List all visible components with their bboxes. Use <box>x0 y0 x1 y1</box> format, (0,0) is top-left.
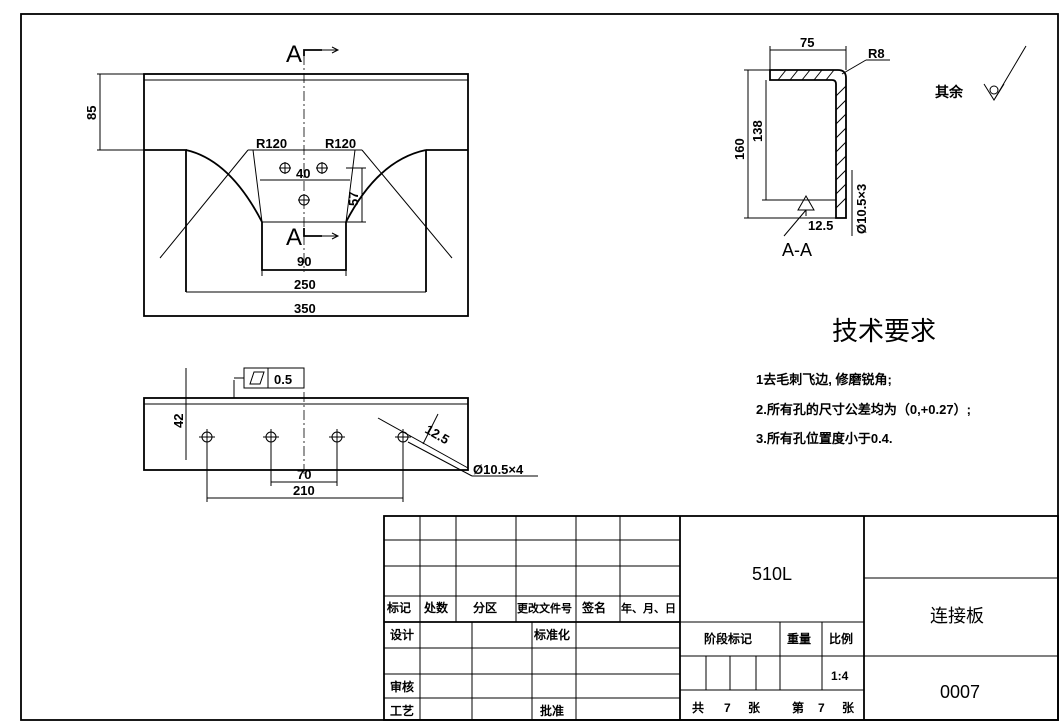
tb-header-date: 年、月、日 <box>621 601 676 615</box>
dim-138: 138 <box>750 120 765 142</box>
tb-design: 设计 <box>390 627 414 642</box>
tb-header-sign: 签名 <box>581 600 606 615</box>
tb-sheet-unit2: 张 <box>842 700 855 715</box>
dim-90: 90 <box>297 254 311 269</box>
dim-250: 250 <box>294 277 316 292</box>
tb-sheet: 第 <box>792 700 804 715</box>
tb-sheet-n: 7 <box>818 701 825 715</box>
roughness-label: 其余 <box>935 84 964 100</box>
hole-circle <box>199 429 215 445</box>
tech-title: 技术要求 <box>832 316 936 346</box>
tb-standardization: 标准化 <box>533 627 570 642</box>
dim-r120-right: R120 <box>325 136 356 151</box>
tb-weight: 重量 <box>787 631 811 646</box>
hole-circle <box>298 194 310 206</box>
section-label-top: A <box>286 41 302 68</box>
tb-process: 工艺 <box>390 703 414 718</box>
section-view-aa: 75 R8 160 138 12.5 Ø10.5×3 A-A <box>732 35 890 260</box>
tb-header-count: 处数 <box>423 600 449 615</box>
tb-scale-value: 1:4 <box>831 669 849 683</box>
tb-header-zone: 分区 <box>473 600 497 615</box>
section-label-bottom: A <box>286 224 302 251</box>
section-title: A-A <box>782 240 812 260</box>
dim-holes-4: Ø10.5×4 <box>473 462 524 477</box>
tb-review: 审核 <box>390 679 414 694</box>
tb-material: 510L <box>752 564 792 584</box>
tech-line-1: 1去毛刺飞边, 修磨锐角; <box>756 372 892 387</box>
bottom-view: 0.5 42 12.5 Ø10.5×4 70 210 <box>143 367 538 502</box>
tb-header-mark: 标记 <box>386 600 411 615</box>
roughness-note: 其余 <box>935 45 1027 101</box>
tb-drawing-no: 0007 <box>940 682 980 702</box>
roughness-icon <box>983 45 1027 101</box>
dim-12-5-section: 12.5 <box>808 218 833 233</box>
hole-circle <box>279 162 291 174</box>
dim-160: 160 <box>732 138 747 160</box>
title-block: 标记 处数 分区 更改文件号 签名 年、月、日 设计 标准化 审核 工艺 批准 … <box>383 515 1059 721</box>
hole-circle <box>263 429 279 445</box>
dim-75: 75 <box>800 35 814 50</box>
front-view: A A 85 R120 R120 40 57 90 250 350 <box>84 41 469 317</box>
tb-scale-label: 比例 <box>829 631 853 646</box>
dim-85: 85 <box>84 106 99 120</box>
tb-total-n: 7 <box>724 701 731 715</box>
tech-line-2: 2.所有孔的尺寸公差均为（0,+0.27）; <box>756 402 971 417</box>
flatness-value: 0.5 <box>274 372 292 387</box>
tb-stage-mark: 阶段标记 <box>704 631 752 646</box>
tech-line-3: 3.所有孔位置度小于0.4. <box>756 431 893 446</box>
hole-circle <box>329 429 345 445</box>
dim-r8: R8 <box>868 46 885 61</box>
tb-approve: 批准 <box>540 703 564 718</box>
dim-210: 210 <box>293 483 315 498</box>
dim-40: 40 <box>296 166 310 181</box>
dim-42: 42 <box>171 414 186 428</box>
dim-350: 350 <box>294 301 316 316</box>
dim-r120-left: R120 <box>256 136 287 151</box>
flatness-icon <box>249 371 265 385</box>
tb-sheet-unit: 张 <box>748 700 761 715</box>
dim-57: 57 <box>346 192 361 206</box>
tb-part-name: 连接板 <box>930 606 984 626</box>
tb-total: 共 <box>692 700 704 715</box>
dim-12-5-bottom: 12.5 <box>423 422 452 448</box>
hole-circle <box>316 162 328 174</box>
tech-requirements: 技术要求 1去毛刺飞边, 修磨锐角; 2.所有孔的尺寸公差均为（0,+0.27）… <box>756 316 971 446</box>
dim-70: 70 <box>297 467 311 482</box>
dim-hole-3: Ø10.5×3 <box>854 184 869 234</box>
tb-header-change-doc: 更改文件号 <box>517 601 572 615</box>
